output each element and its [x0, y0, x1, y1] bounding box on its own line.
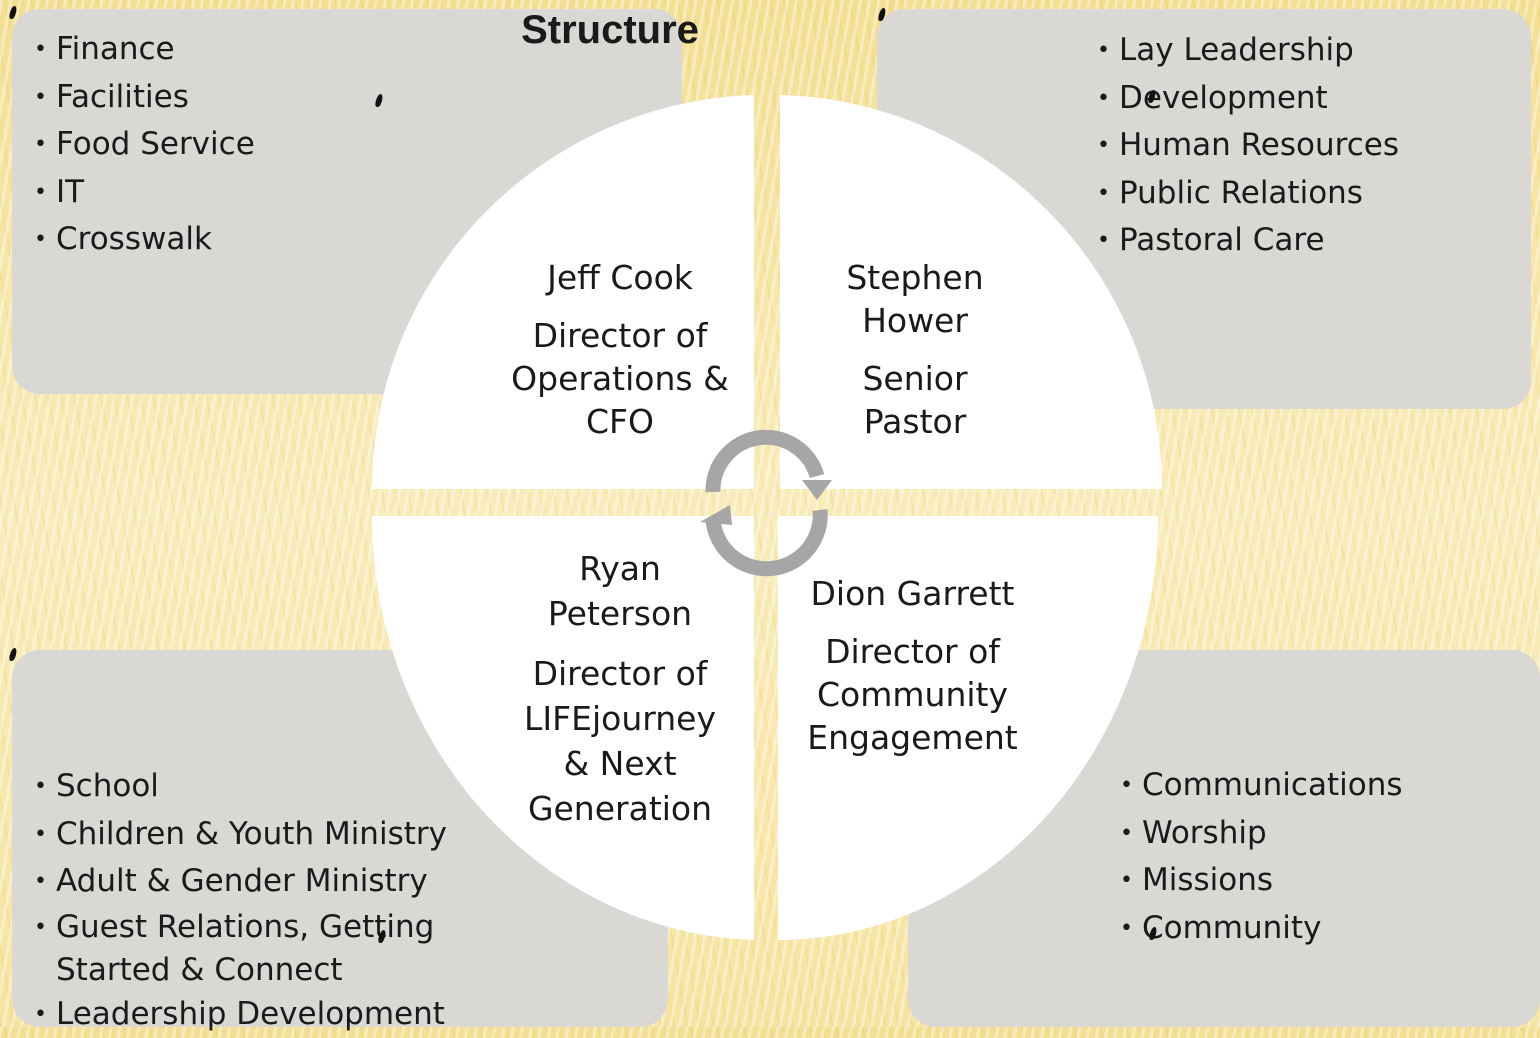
role-line: LIFEjourney — [495, 696, 745, 741]
role-line: Director of — [495, 314, 745, 357]
person-name: Jeff Cook — [495, 256, 745, 299]
role-line: CFO — [495, 400, 745, 443]
person-name: Ryan — [495, 546, 745, 591]
person-name: Stephen — [790, 256, 1040, 299]
lifejourney-director-label: Ryan Peterson Director of LIFEjourney & … — [495, 546, 745, 831]
person-name: Dion Garrett — [790, 572, 1035, 615]
role-line: Community — [790, 673, 1035, 716]
role-line: Senior — [790, 357, 1040, 400]
role-line: Generation — [495, 786, 745, 831]
role-line: Director of — [790, 630, 1035, 673]
role-line: Pastor — [790, 400, 1040, 443]
role-line: Engagement — [790, 716, 1035, 759]
senior-pastor-label: Stephen Hower Senior Pastor — [790, 256, 1040, 443]
operations-director-label: Jeff Cook Director of Operations & CFO — [495, 256, 745, 443]
person-name: Peterson — [495, 591, 745, 636]
role-line: & Next — [495, 741, 745, 786]
person-name: Hower — [790, 299, 1040, 342]
role-line: Director of — [495, 651, 745, 696]
community-director-label: Dion Garrett Director of Community Engag… — [790, 572, 1035, 759]
page-title: Structure — [430, 4, 790, 56]
role-line: Operations & — [495, 357, 745, 400]
